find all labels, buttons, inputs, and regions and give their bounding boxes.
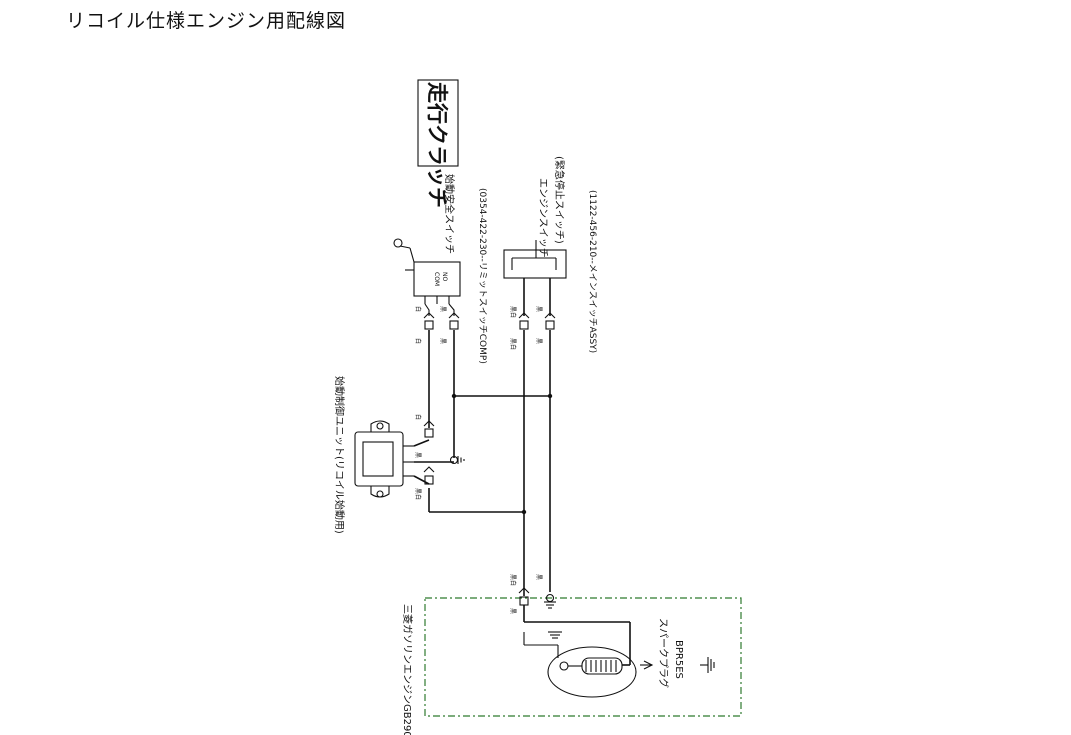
- wire-color-label: 黒白: [414, 488, 422, 500]
- engine-switch-label: エンジンスイッチ: [537, 178, 549, 258]
- switch-terminal-label: COM: [433, 272, 440, 286]
- connector-unit-upper: [423, 420, 435, 438]
- wire-color-label: 黒: [535, 574, 542, 580]
- wire-color-label: 黒: [439, 306, 446, 312]
- engine-boundary: [424, 597, 742, 717]
- ignition-coil-icon: [523, 614, 637, 698]
- wire-color-label: 白: [414, 414, 422, 420]
- connector-engine: [518, 587, 530, 614]
- ground-icon: [700, 657, 715, 673]
- engine-name-label: 三菱ガソリンエンジンGB290PN: [401, 604, 413, 735]
- limit-switch-icon: [393, 238, 461, 316]
- control-unit-icon: [354, 420, 430, 498]
- wire-color-label: 白: [414, 306, 422, 312]
- wire-color-label: 黒白: [509, 306, 517, 318]
- engine-switch-part-label: (1122-456-210--メインスイッチASSY): [587, 190, 598, 353]
- spark-plug-label: スパークプラグ: [657, 618, 670, 688]
- start-safety-switch-label: 始動安全スイッチ: [443, 174, 456, 254]
- wire-color-label: 黒: [509, 608, 516, 614]
- wire-color-label: 黒: [535, 338, 542, 344]
- wire-color-label: 黒: [535, 306, 542, 312]
- start-control-unit-label: 始動制御ユニット(リコイル始動用): [333, 376, 346, 534]
- ground-icon: [449, 455, 465, 465]
- switch-terminal-label: NO: [441, 272, 448, 281]
- ground-icon: [544, 593, 556, 609]
- travel-clutch-label: 走行クラッチ: [425, 82, 449, 208]
- start-safety-switch-part-label: (0354-422-230--リミットスイッチCOMP): [477, 188, 488, 364]
- engine-switch-box: [503, 240, 567, 316]
- junction-dots: [451, 393, 553, 515]
- page-title: リコイル仕様エンジン用配線図: [66, 10, 347, 32]
- wire-color-label: 黒白: [509, 338, 517, 350]
- wire-color-label: 黒白: [509, 574, 517, 586]
- wire-color-label: 黒: [414, 452, 421, 458]
- plug-model-label: BPR5ES: [673, 640, 684, 679]
- spark-plug-icon: [640, 660, 654, 670]
- wire-color-label: 白: [414, 338, 422, 344]
- main-wires: [414, 330, 551, 596]
- wire-color-label: 黒: [439, 338, 446, 344]
- emergency-stop-label: (緊急停止スイッチ): [553, 156, 566, 244]
- travel-clutch-frame: [417, 79, 459, 167]
